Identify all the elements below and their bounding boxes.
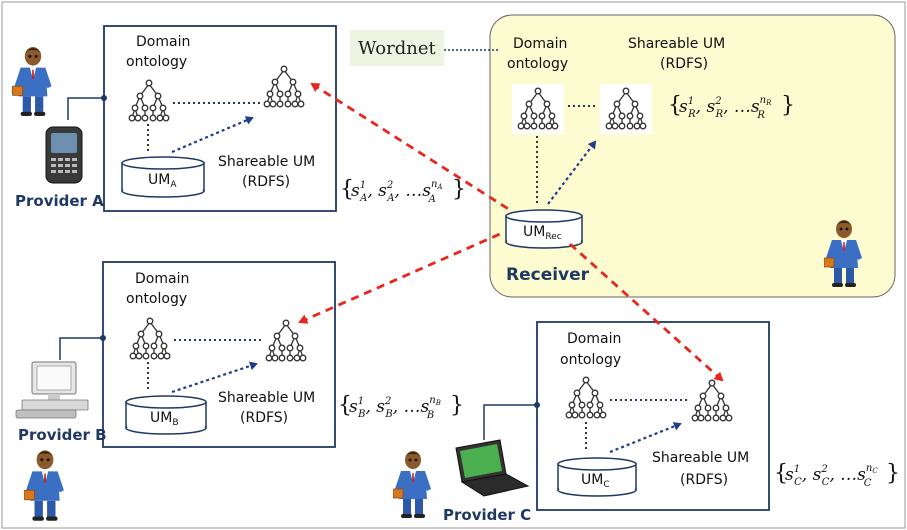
exchange-arrow-c (569, 242, 724, 382)
provider-a-shareable-label-2: (RDFS) (242, 174, 290, 190)
exchange-arrow-a (310, 82, 511, 212)
svg-text:}: } (452, 177, 466, 202)
receiver-um-cylinder: UMRec (505, 209, 583, 249)
provider-b-domain-label-1: Domain (135, 271, 189, 287)
provider-c-label: Provider C (443, 506, 531, 524)
svg-text:UMRec: UMRec (523, 224, 562, 242)
desktop-computer-icon (15, 361, 89, 419)
receiver-shareable-label-2: (RDFS) (660, 56, 708, 72)
provider-a-domain-label-1: Domain (136, 34, 190, 50)
svg-text:{: { (668, 93, 682, 118)
provider-c-um-cylinder: UMC (557, 457, 637, 497)
provider-a-domain-tree-icon (128, 79, 170, 122)
svg-text:}: } (450, 393, 464, 418)
provider-c-shareable-label-2: (RDFS) (680, 472, 728, 488)
provider-c-shareable-label-1: Shareable UM (652, 450, 749, 466)
svg-text:{: { (338, 393, 352, 418)
provider-b-connector (59, 337, 103, 360)
provider-b-shareable-tree-icon (265, 319, 307, 362)
provider-c-domain-label-2: ontology (560, 352, 621, 368)
provider-b-shareable-label-2: (RDFS) (240, 410, 288, 426)
svg-text:}: } (781, 93, 795, 118)
provider-b-box (102, 261, 336, 448)
receiver-domain-label-1: Domain (513, 36, 567, 52)
provider-b-domain-tree-icon (129, 317, 171, 360)
receiver-shareable-label-1: Shareable UM (628, 36, 725, 52)
provider-a-box (103, 25, 337, 212)
provider-b-label: Provider B (18, 426, 107, 444)
laptop-icon (455, 439, 530, 497)
provider-a-domain-label-2: ontology (126, 54, 187, 70)
wordnet-label: Wordnet (358, 38, 436, 59)
svg-text:}: } (886, 461, 900, 486)
provider-c-connector (483, 404, 537, 440)
provider-a-connector (67, 97, 104, 120)
phone-icon (45, 126, 83, 184)
provider-c-box (536, 321, 770, 511)
provider-a-shareable-label-1: Shareable UM (218, 154, 315, 170)
provider-a-person-icon (12, 46, 52, 117)
exchange-arrow-b (298, 232, 501, 324)
svg-text:{: { (340, 177, 354, 202)
provider-b-um-cylinder: UMB (125, 395, 207, 435)
svg-text:UMA: UMA (148, 172, 177, 190)
provider-c-shareable-tree-icon (691, 379, 733, 422)
svg-text:UMB: UMB (150, 410, 179, 428)
receiver-domain-label-2: ontology (507, 56, 568, 72)
svg-text:{: { (774, 461, 788, 486)
provider-a-label: Provider A (15, 192, 104, 210)
wordnet-box (350, 30, 444, 66)
provider-c-domain-label-1: Domain (567, 331, 621, 347)
provider-b-shareable-label-1: Shareable UM (218, 390, 315, 406)
provider-c-person-icon (393, 450, 432, 519)
receiver-region (489, 14, 896, 298)
provider-a-um-cylinder: UMA (121, 156, 205, 198)
receiver-label: Receiver (506, 265, 590, 285)
svg-text:UMC: UMC (581, 472, 610, 490)
provider-b-domain-label-2: ontology (126, 291, 187, 307)
provider-a-shareable-tree-icon (263, 65, 305, 108)
provider-c-domain-tree-icon (565, 376, 607, 419)
provider-b-person-icon (24, 449, 65, 522)
